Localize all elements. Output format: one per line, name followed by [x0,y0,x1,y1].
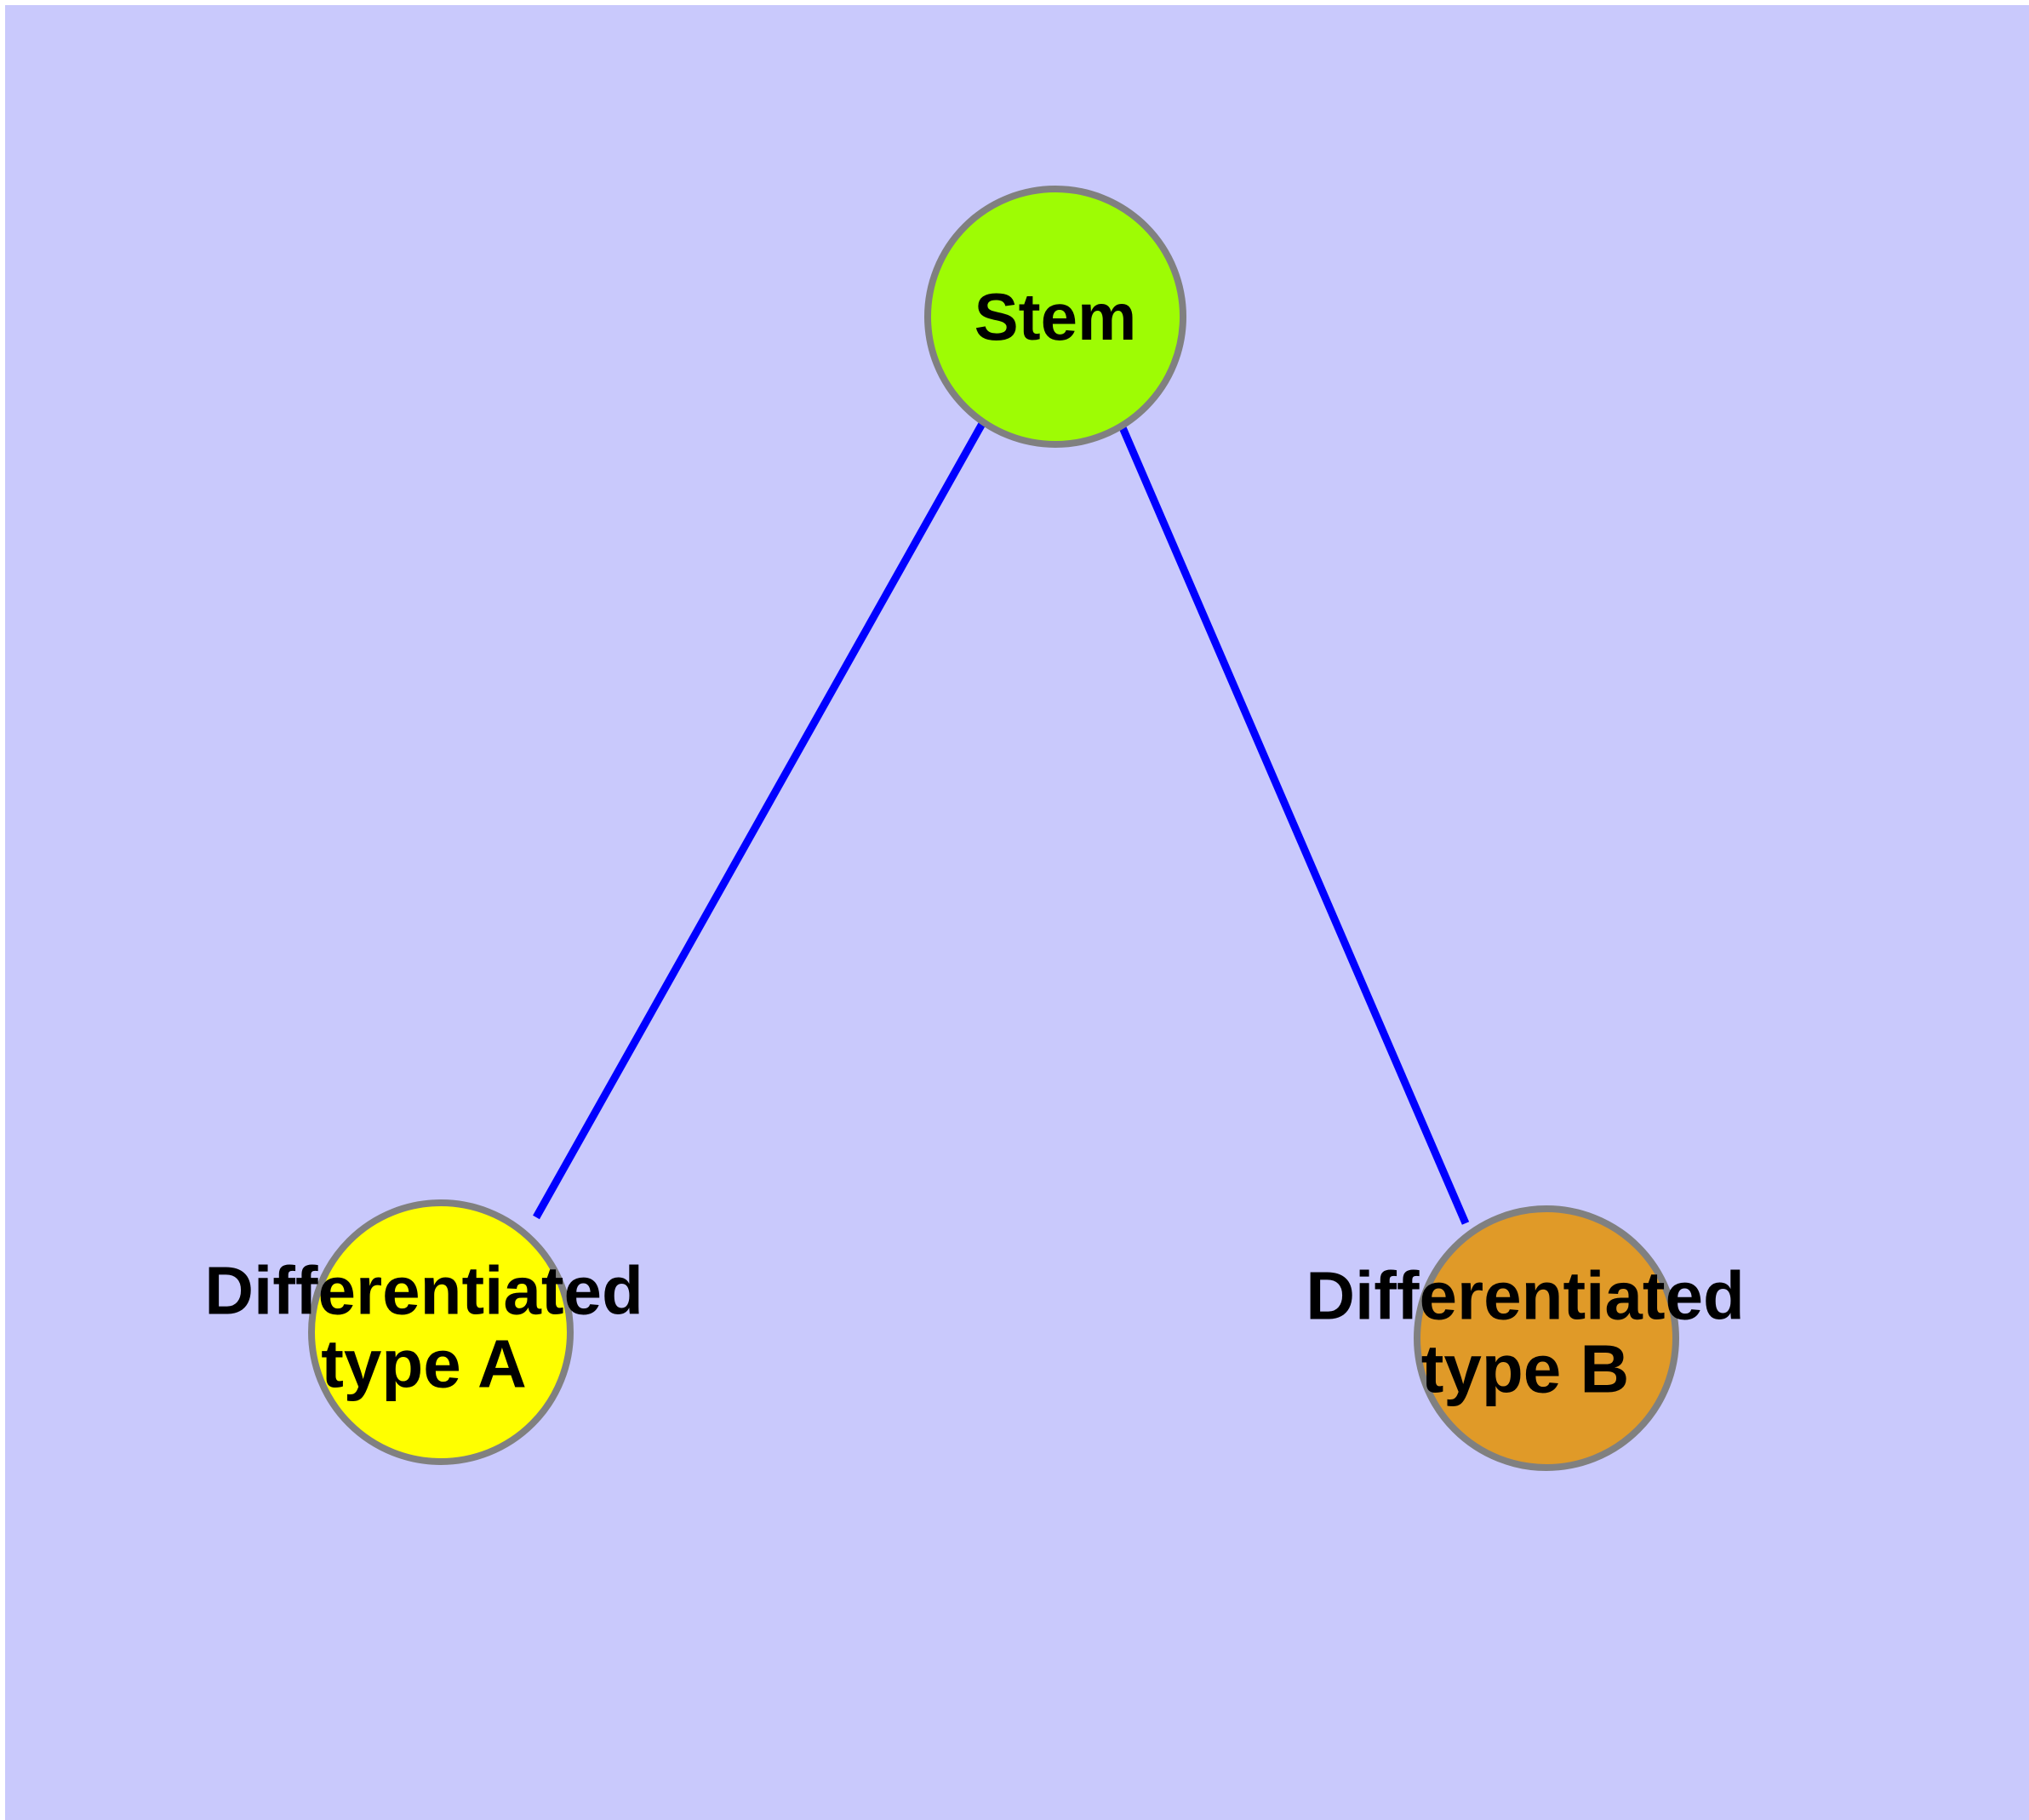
node-differentiated-type-a[interactable] [308,1199,574,1465]
edge-stem-to-differentiated-type-a[interactable] [533,420,986,1220]
node-differentiated-type-b[interactable] [1414,1205,1679,1471]
node-stem[interactable] [924,186,1186,448]
edge-group [533,420,1470,1225]
edge-stem-to-differentiated-type-b[interactable] [1117,424,1470,1225]
node-group [308,186,1679,1471]
